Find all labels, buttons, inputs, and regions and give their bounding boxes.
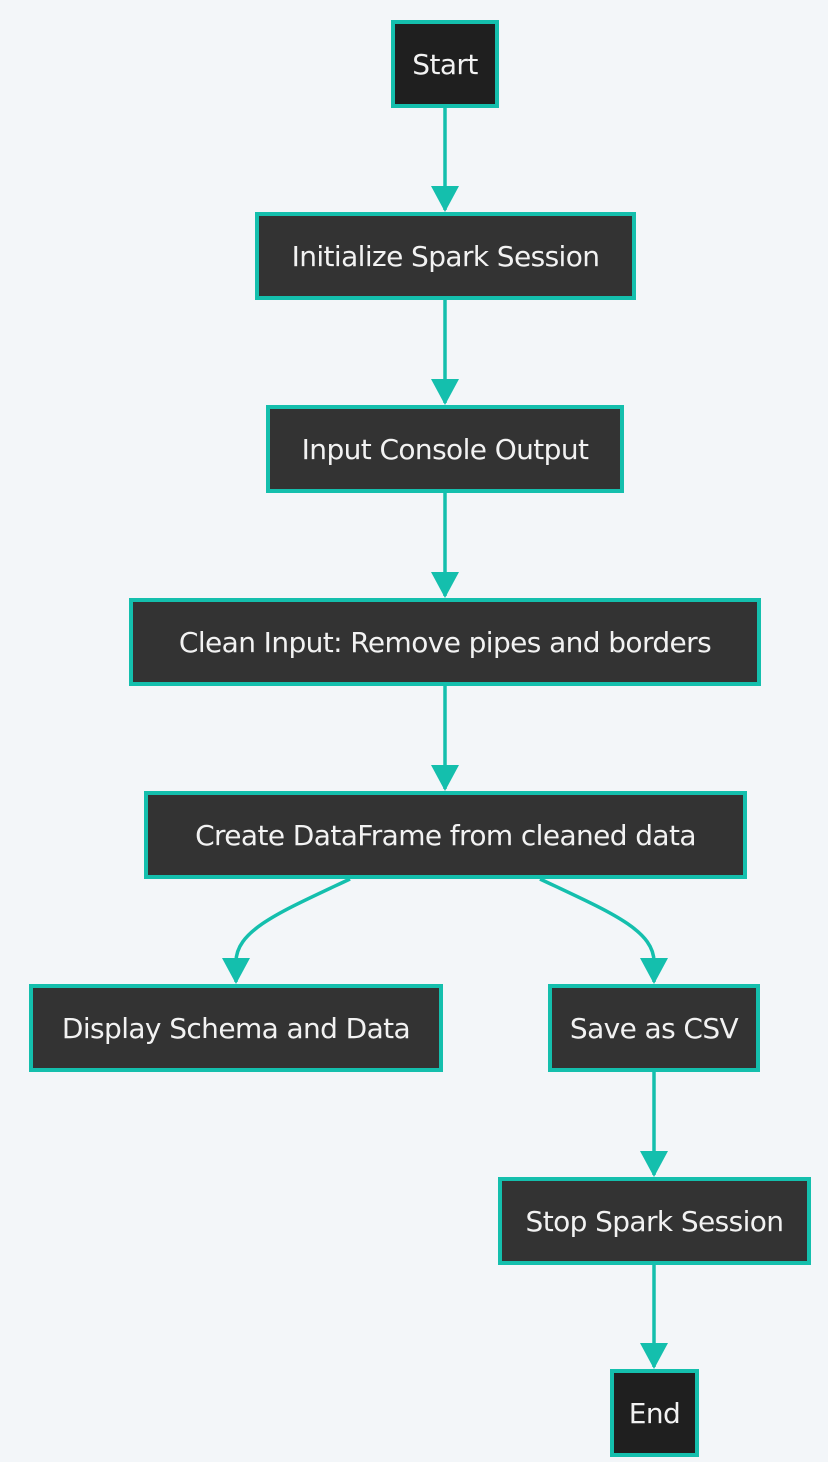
node-display-schema-and-data-label: Display Schema and Data [61,1011,411,1045]
node-start-label: Start [412,47,478,81]
node-stop-spark-session: Stop Spark Session [498,1177,811,1265]
arrowhead-end [640,1343,668,1369]
node-save-as-csv: Save as CSV [548,984,760,1072]
node-start: Start [391,20,499,108]
arrowhead-clean [431,572,459,598]
arrowhead-stop [640,1151,668,1177]
node-save-as-csv-label: Save as CSV [569,1011,739,1045]
arrowhead-display [222,958,250,984]
arrowhead-save [640,958,668,984]
edge-create-to-display [234,877,351,982]
arrowhead-input [431,379,459,405]
edge-create-to-save [539,877,656,982]
arrowhead-create [431,765,459,791]
node-display-schema-and-data: Display Schema and Data [29,984,443,1072]
arrowhead-init [431,186,459,212]
node-clean-input-label: Clean Input: Remove pipes and borders [178,625,712,659]
node-end-label: End [628,1396,681,1430]
node-end: End [610,1369,699,1457]
node-create-dataframe: Create DataFrame from cleaned data [144,791,747,879]
node-initialize-spark-session-label: Initialize Spark Session [291,239,600,273]
node-initialize-spark-session: Initialize Spark Session [255,212,636,300]
node-input-console-output: Input Console Output [266,405,624,493]
node-clean-input: Clean Input: Remove pipes and borders [129,598,761,686]
node-stop-spark-session-label: Stop Spark Session [525,1204,785,1238]
node-create-dataframe-label: Create DataFrame from cleaned data [195,818,696,852]
node-input-console-output-label: Input Console Output [301,432,589,466]
